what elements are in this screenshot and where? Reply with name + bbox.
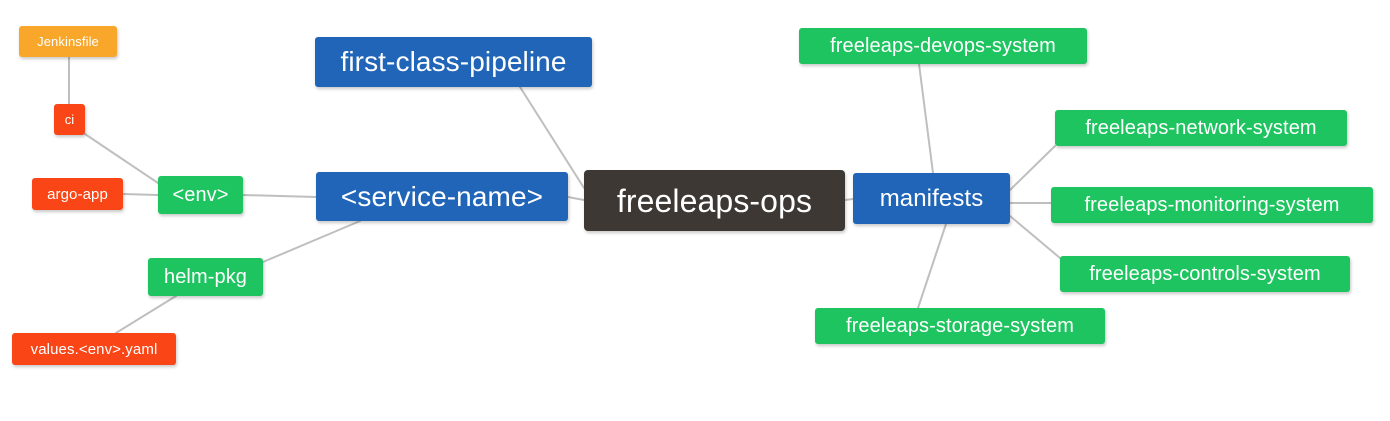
edge-manifests-to-freeleaps-network-system xyxy=(1009,145,1056,191)
node-freeleaps-ops[interactable]: freeleaps-ops xyxy=(584,170,845,231)
node-helm-pkg[interactable]: helm-pkg xyxy=(148,258,263,296)
node-argo-app[interactable]: argo-app xyxy=(32,178,123,210)
node-freeleaps-monitoring-system[interactable]: freeleaps-monitoring-system xyxy=(1051,187,1373,223)
edge-freeleaps-ops-to-manifests xyxy=(844,198,854,201)
edge-manifests-to-freeleaps-devops-system xyxy=(918,63,934,174)
node-first-class-pipeline[interactable]: first-class-pipeline xyxy=(315,37,592,87)
node-label: helm-pkg xyxy=(163,266,248,288)
edge-manifests-to-freeleaps-storage-system xyxy=(917,223,947,309)
node-label: first-class-pipeline xyxy=(340,46,567,77)
node-label: freeleaps-storage-system xyxy=(845,315,1075,337)
node-label: freeleaps-ops xyxy=(616,182,813,219)
node-freeleaps-devops-system[interactable]: freeleaps-devops-system xyxy=(799,28,1087,64)
node-label: Jenkinsfile xyxy=(37,34,99,49)
node-label: freeleaps-monitoring-system xyxy=(1084,194,1340,216)
node-ci[interactable]: ci xyxy=(54,104,85,135)
edge-freeleaps-ops-to-service-name xyxy=(567,196,585,201)
node-jenkinsfile[interactable]: Jenkinsfile xyxy=(19,26,117,57)
node-label: <env> xyxy=(172,184,229,206)
node-label: argo-app xyxy=(47,185,108,203)
node-service-name[interactable]: <service-name> xyxy=(316,172,568,221)
node-values-env-yaml[interactable]: values.<env>.yaml xyxy=(12,333,176,365)
node-manifests[interactable]: manifests xyxy=(853,173,1010,224)
node-label: ci xyxy=(64,112,75,127)
node-freeleaps-network-system[interactable]: freeleaps-network-system xyxy=(1055,110,1347,146)
node-label: <service-name> xyxy=(340,180,544,212)
node-label: freeleaps-devops-system xyxy=(830,35,1056,57)
node-label: freeleaps-network-system xyxy=(1085,117,1317,139)
node-freeleaps-controls-system[interactable]: freeleaps-controls-system xyxy=(1060,256,1350,292)
edge-service-name-to-helm-pkg xyxy=(262,220,361,263)
node-env[interactable]: <env> xyxy=(158,176,243,214)
edge-env-to-ci xyxy=(84,133,159,184)
edge-service-name-to-env xyxy=(242,194,317,198)
node-label: manifests xyxy=(879,184,984,212)
edge-helm-pkg-to-values-env-yaml xyxy=(115,295,177,334)
node-freeleaps-storage-system[interactable]: freeleaps-storage-system xyxy=(815,308,1105,344)
node-label: freeleaps-controls-system xyxy=(1089,263,1321,285)
node-label: values.<env>.yaml xyxy=(30,340,158,358)
edge-env-to-argo-app xyxy=(122,193,159,196)
